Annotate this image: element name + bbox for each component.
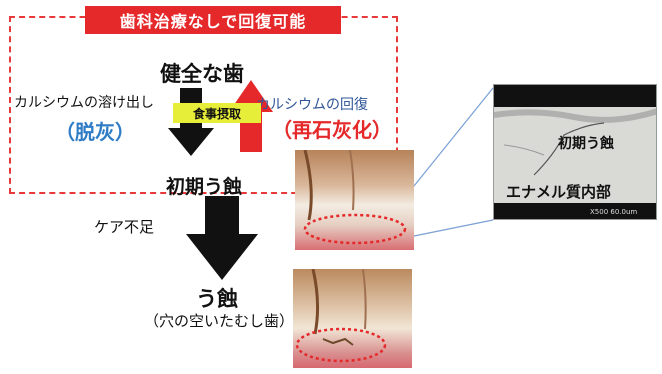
enamel-micrograph: 初期う蝕 エナメル質内部 X500 60.0um [493,84,657,220]
cavity-highlight-circle [295,327,387,363]
lesion-highlight-circle [303,213,407,245]
demineralization-term: （脱灰） [55,120,135,144]
demineralization-description: カルシウムの溶け出し [14,95,154,111]
caries-subtitle: （穴の空いたむし歯） [144,312,295,330]
remineralization-term: （再石灰化） [272,118,392,142]
healthy-tooth-label: 健全な歯 [160,62,244,86]
caries-tooth-photo [293,269,412,368]
callout-line-bottom [413,219,494,237]
early-caries-label: 初期う蝕 [166,176,243,198]
recovery-banner: 歯科治療なしで回復可能 [85,6,341,34]
micrograph-enamel-label: エナメル質内部 [506,183,612,201]
callout-line-top [413,87,494,187]
meal-intake-label: 食事摂取 [173,103,261,123]
remineralization-description: カルシウムの回復 [256,97,368,113]
micrograph-early-caries-label: 初期う蝕 [558,136,614,152]
early-caries-tooth-photo [295,150,414,250]
caries-title: う蝕 [196,287,238,311]
progression-arrow [186,196,258,280]
lack-of-care-label: ケア不足 [94,218,155,236]
micrograph-scale-bar-text: X500 60.0um [590,208,638,216]
